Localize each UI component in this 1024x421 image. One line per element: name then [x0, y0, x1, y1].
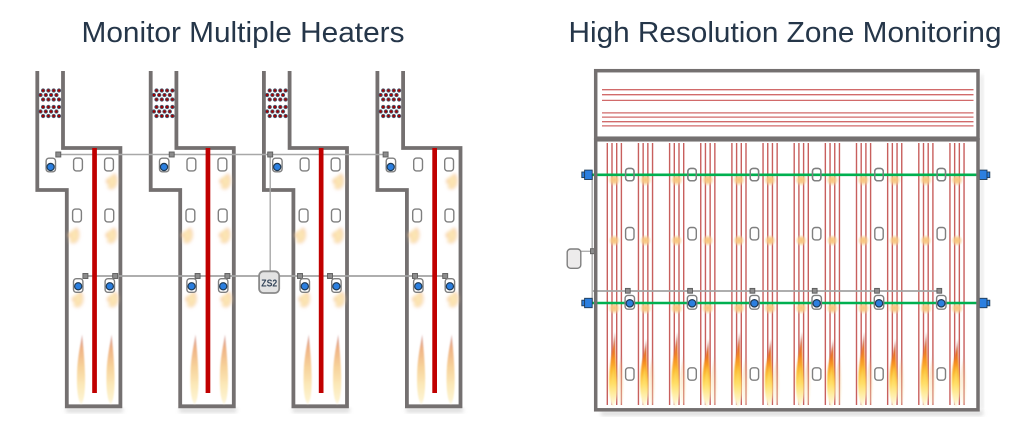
svg-text:High Resolution Zone Monitorin: High Resolution Zone Monitoring: [569, 17, 1002, 49]
svg-text:ZS2: ZS2: [261, 278, 277, 289]
svg-text:Monitor Multiple Heaters: Monitor Multiple Heaters: [82, 17, 405, 49]
